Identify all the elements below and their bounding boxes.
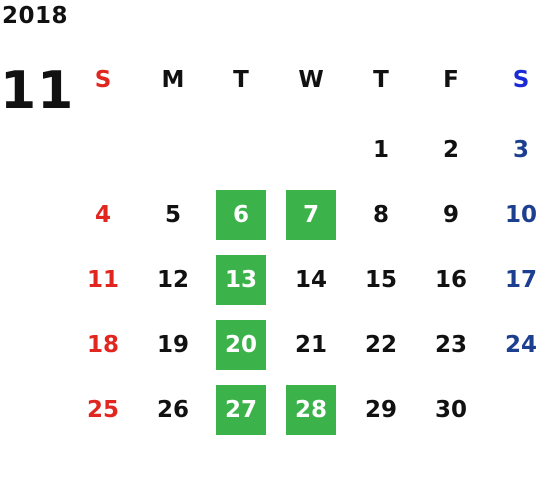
calendar-day[interactable]: 8 (372, 202, 389, 228)
calendar-day[interactable]: 18 (86, 332, 119, 358)
weekday-header: S (512, 67, 530, 93)
calendar-day[interactable]: 2 (442, 137, 459, 163)
calendar-day[interactable]: 13 (216, 255, 266, 305)
calendar-day[interactable]: 7 (286, 190, 336, 240)
calendar-day[interactable]: 11 (86, 267, 119, 293)
calendar-day[interactable]: 6 (216, 190, 266, 240)
weekday-header: T (373, 67, 389, 93)
calendar-day[interactable]: 4 (94, 202, 111, 228)
calendar-day[interactable]: 29 (364, 397, 397, 423)
calendar-day[interactable]: 25 (86, 397, 119, 423)
calendar-day[interactable]: 19 (156, 332, 189, 358)
calendar-day[interactable]: 15 (364, 267, 397, 293)
calendar-day[interactable]: 1 (372, 137, 389, 163)
calendar-day[interactable]: 10 (504, 202, 537, 228)
weekday-header: M (161, 67, 185, 93)
calendar-day[interactable]: 21 (294, 332, 327, 358)
calendar-day[interactable]: 30 (434, 397, 467, 423)
calendar-month: 11 (0, 61, 75, 121)
calendar-year: 2018 (2, 3, 69, 29)
calendar-day[interactable]: 9 (442, 202, 459, 228)
calendar-day[interactable]: 27 (216, 385, 266, 435)
calendar-day[interactable]: 22 (364, 332, 397, 358)
calendar-day[interactable]: 12 (156, 267, 189, 293)
calendar-day[interactable]: 16 (434, 267, 467, 293)
weekday-header: W (298, 67, 324, 93)
calendar-day[interactable]: 14 (294, 267, 327, 293)
weekday-header: T (233, 67, 249, 93)
calendar-day[interactable]: 3 (512, 137, 529, 163)
calendar-day[interactable]: 24 (504, 332, 537, 358)
weekday-header: F (443, 67, 459, 93)
weekday-header: S (94, 67, 112, 93)
calendar-day[interactable]: 28 (286, 385, 336, 435)
calendar-day[interactable]: 20 (216, 320, 266, 370)
calendar-day[interactable]: 5 (164, 202, 181, 228)
calendar-day[interactable]: 26 (156, 397, 189, 423)
calendar-day[interactable]: 17 (504, 267, 537, 293)
calendar-day[interactable]: 23 (434, 332, 467, 358)
